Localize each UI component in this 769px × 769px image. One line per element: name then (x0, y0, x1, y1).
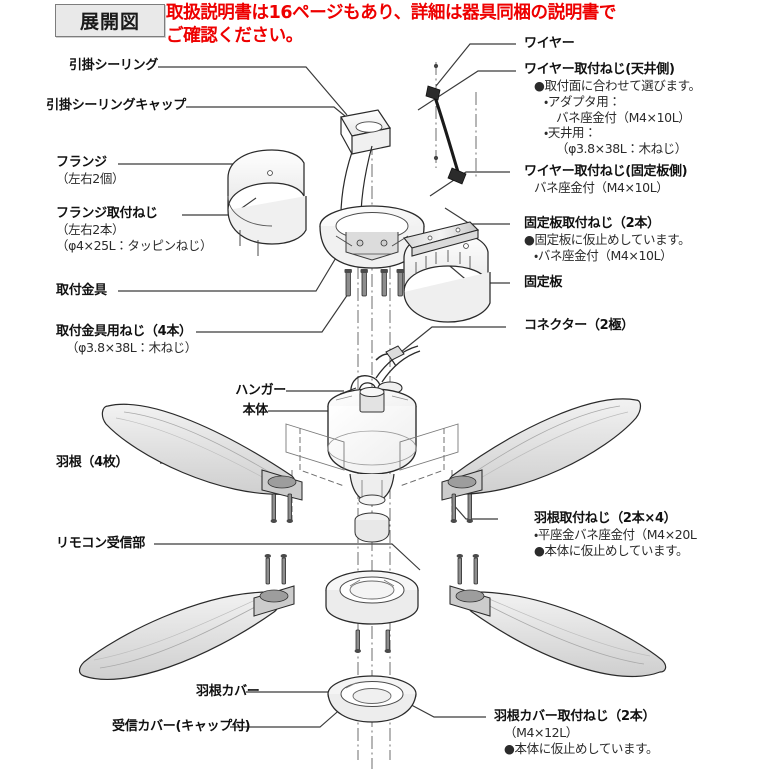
fixing-plate-part (402, 221, 480, 257)
mounting-bracket-part (319, 205, 425, 269)
label-flange: フランジ （左右2個） (56, 155, 125, 187)
connector-part (375, 345, 405, 367)
wire-part (425, 63, 467, 185)
label-blade: 羽根（4枚） (56, 455, 129, 470)
label-fixing-plate-screw: 固定板取付ねじ（2本） ●固定板に仮止めしています。 ・バネ座金付（M4×10L… (524, 216, 691, 263)
label-ceiling-hook-cap: 引掛シーリングキャップ (46, 98, 186, 113)
red-notice-banner: 取扱説明書は16ページもあり、詳細は器具同梱の説明書で ご確認ください。 (166, 2, 766, 48)
remote-receiver-part (354, 512, 390, 543)
label-mounting-bracket: 取付金具 (56, 283, 107, 298)
body-part (285, 386, 459, 520)
label-ceiling-hook: 引掛シーリング (69, 58, 158, 73)
label-receiver-cover: 受信カバー(キャップ付) (112, 719, 251, 734)
ceiling-hook-part (340, 109, 391, 155)
notice-line-1: 取扱説明書は16ページもあり、詳細は器具同梱の説明書で (166, 3, 617, 23)
blade-mounting-screws (264, 493, 479, 585)
label-wire-screw-plate: ワイヤー取付ねじ(固定板側) バネ座金付（M4×10L） (524, 164, 688, 196)
label-fixing-plate: 固定板 (524, 275, 563, 290)
page-title-badge: 展開図 (55, 4, 165, 37)
mounting-bracket-screws (344, 269, 404, 297)
label-body: 本体 (242, 403, 269, 418)
label-blade-cover-screw: 羽根カバー取付ねじ（2本） （M4×12L） ●本体に仮止めしています。 (494, 709, 659, 756)
leader-lines-left (118, 66, 421, 728)
blade-root-brackets (253, 469, 491, 617)
notice-line-2: ご確認ください。 (166, 26, 303, 47)
label-blade-screw: 羽根取付ねじ（2本×4） ・平座金バネ座金付（M4×20L ●本体に仮止めしてい… (534, 511, 697, 558)
label-connector: コネクター（2極） (524, 318, 634, 333)
blade-cover-part (325, 570, 419, 625)
label-wire-screw-ceiling: ワイヤー取付ねじ(天井側) ●取付面に合わせて選びます。 ・アダプタ用： バネ座… (524, 62, 701, 156)
blade-cover-screws (354, 629, 391, 653)
label-remote-receiver: リモコン受信部 (56, 536, 145, 551)
flange-left-part (227, 149, 307, 256)
label-wire: ワイヤー (524, 36, 575, 51)
label-blade-cover: 羽根カバー (196, 684, 260, 699)
label-mounting-bracket-screw: 取付金具用ねじ（4本） （φ3.8×38L：木ねじ） (56, 324, 197, 356)
label-hanger: ハンガー (235, 383, 286, 398)
page-title: 展開図 (79, 11, 140, 33)
label-flange-screw: フランジ取付ねじ （左右2本） （φ4×25L：タッピンねじ） (56, 206, 213, 253)
receiver-cover-part (327, 675, 417, 723)
fan-blades (78, 398, 667, 680)
